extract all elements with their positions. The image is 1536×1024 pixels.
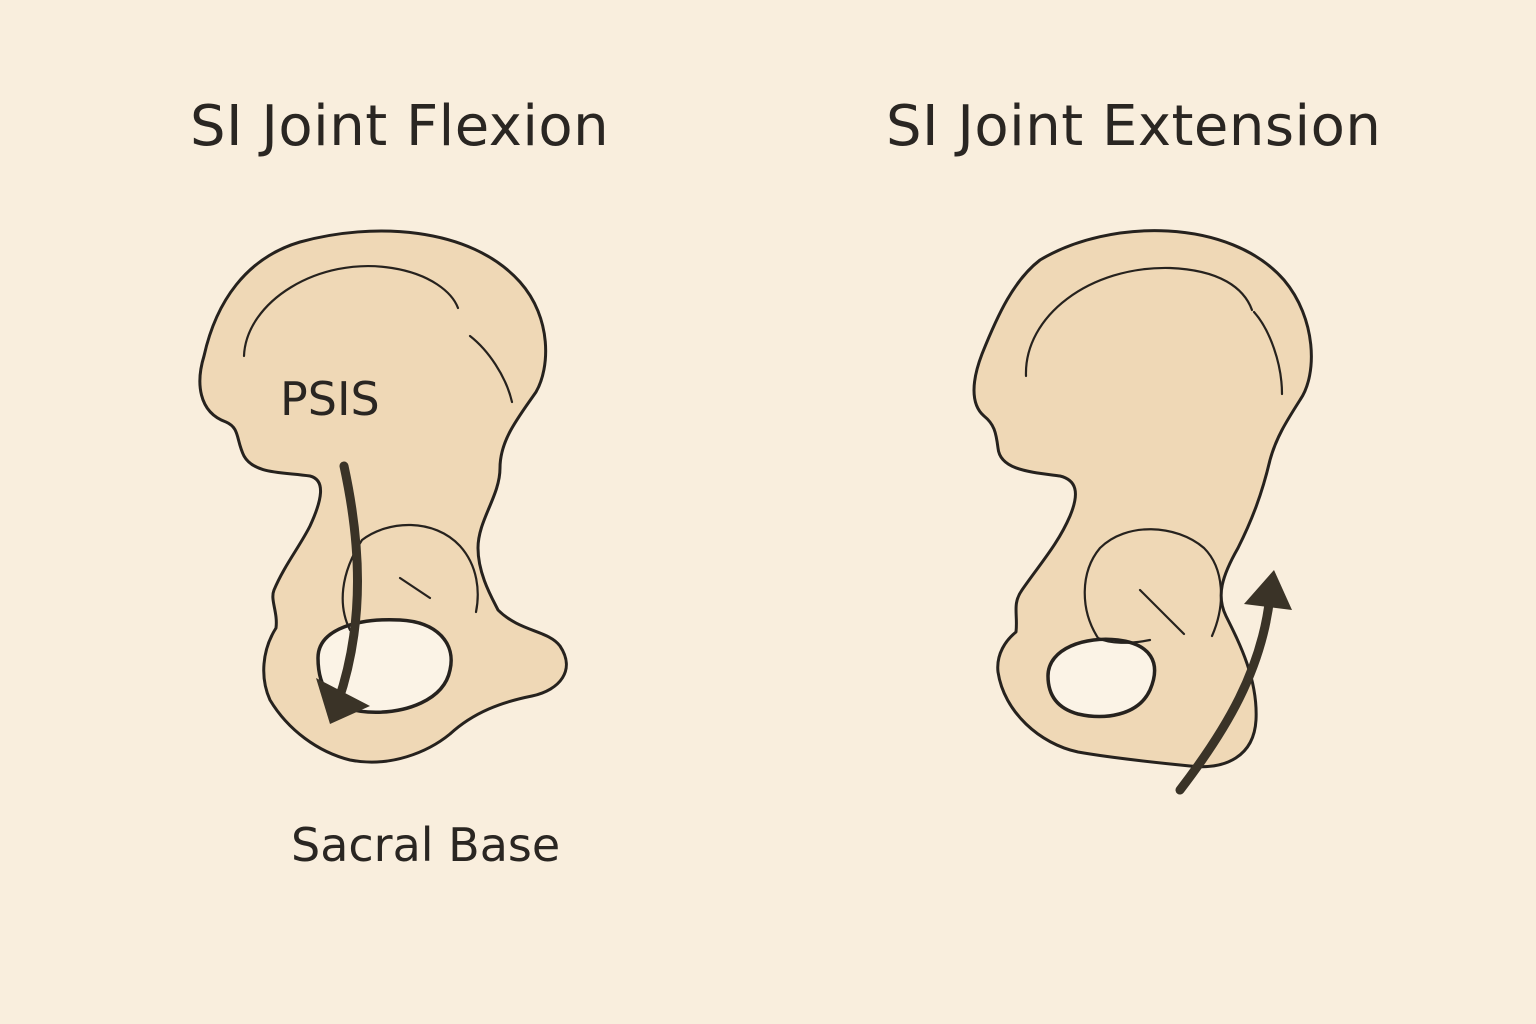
extension-iliac-wing-line — [1252, 310, 1284, 396]
flexion-iliac-wing-line — [468, 334, 514, 404]
flexion-iliac-crest-line — [242, 265, 460, 358]
extension-bone-outline — [972, 229, 1313, 769]
sacral-base-label: Sacral Base — [291, 818, 561, 872]
extension-iliac-crest-line — [1024, 266, 1254, 378]
extension-pelvis — [972, 229, 1313, 795]
extension-title: SI Joint Extension — [886, 94, 1382, 159]
psis-label: PSIS — [280, 372, 380, 426]
extension-acetabulum-notch — [1138, 588, 1186, 636]
flexion-bone-outline — [198, 229, 568, 764]
extension-arrow-head — [1244, 570, 1292, 610]
extension-acetabulum-line — [1083, 528, 1223, 644]
extension-obturator-foramen — [1046, 637, 1157, 719]
flexion-arrow-shaft — [333, 461, 362, 707]
flexion-title: SI Joint Flexion — [190, 94, 610, 159]
flexion-acetabulum-notch — [398, 576, 432, 600]
extension-arrow-shaft — [1175, 591, 1275, 795]
flexion-arrow-head — [316, 678, 370, 724]
flexion-pelvis — [198, 229, 568, 764]
